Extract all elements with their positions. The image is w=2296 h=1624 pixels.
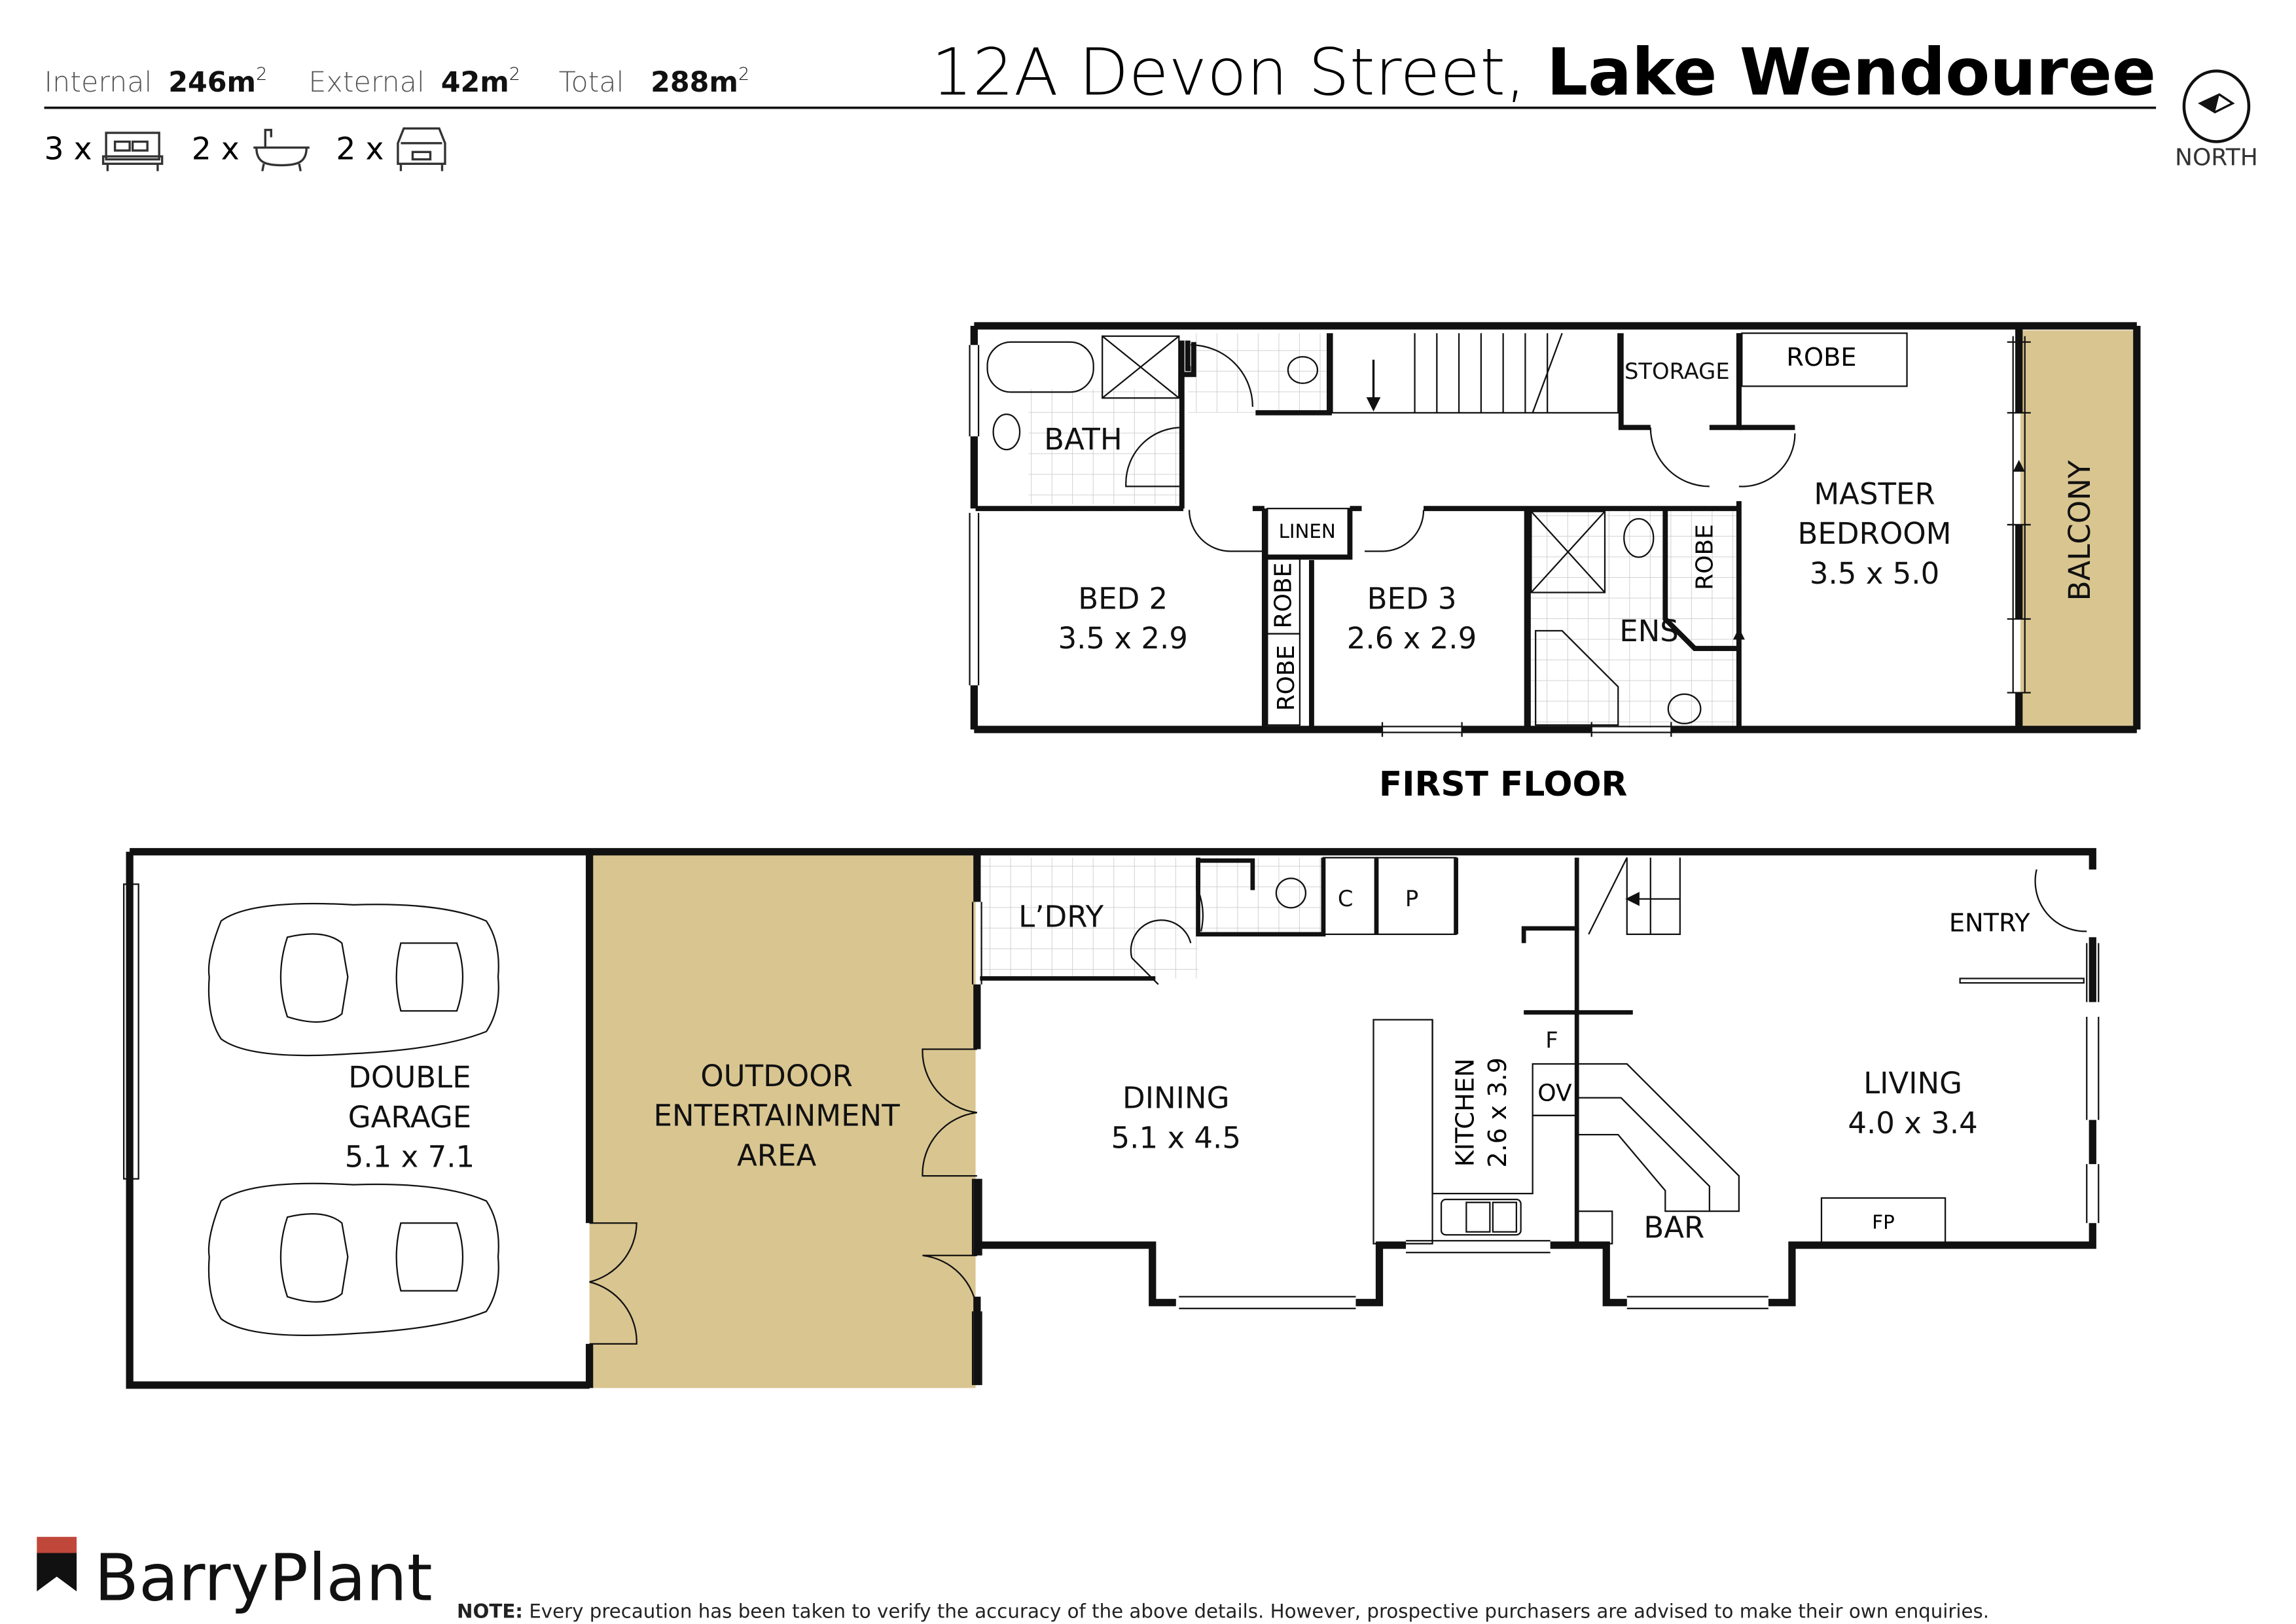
room-laundry: L’DRY	[1018, 900, 1103, 934]
internal-value: 246m	[168, 66, 256, 99]
room-living-dims: 4.0 x 3.4	[1848, 1106, 1977, 1140]
address-suburb: Lake Wendouree	[1547, 35, 2156, 110]
balcony-area	[2020, 330, 2137, 730]
room-robe-bed2b: ROBE	[1273, 645, 1300, 711]
room-robe-master: ROBE	[1786, 343, 1856, 372]
room-garage-line2: GARAGE	[348, 1100, 471, 1135]
bath-count: 2 x	[192, 132, 240, 168]
room-storage: STORAGE	[1624, 359, 1730, 384]
car-icon	[397, 127, 446, 171]
room-dining-dims: 5.1 x 4.5	[1111, 1120, 1241, 1155]
brand-logo: BarryPlant	[37, 1536, 433, 1616]
room-bath: BATH	[1044, 422, 1122, 457]
first-floor-walls	[970, 322, 2141, 733]
address-title: 12A Devon Street, Lake Wendouree	[931, 35, 2156, 110]
fireplace-label: FP	[1872, 1211, 1894, 1233]
room-kitchen-dims: 2.6 x 3.9	[1483, 1057, 1513, 1168]
address-street: 12A Devon Street,	[931, 35, 1526, 110]
external-label: External	[308, 66, 424, 99]
svg-text:Internal 246m2 Ext: Internal 246m2 External 42m2 Total 288m2	[45, 54, 750, 99]
area-summary: Internal 246m2 External 42m2 Total 288m2	[45, 54, 750, 99]
room-ensuite: ENS	[1619, 614, 1679, 648]
brand-name: BarryPlant	[94, 1541, 433, 1616]
compass-ring-icon	[2182, 69, 2251, 143]
room-bed2-dims: 3.5 x 2.9	[1058, 621, 1187, 656]
room-linen: LINEN	[1279, 520, 1336, 542]
compass-label: NORTH	[2175, 145, 2258, 171]
total-label: Total	[559, 66, 624, 99]
car-illustration-bottom	[207, 1182, 499, 1336]
car-count: 2 x	[336, 132, 384, 168]
feature-counts: 3 x 2 x 2 x	[45, 127, 446, 171]
room-pantry: P	[1405, 886, 1418, 911]
bookmark-icon	[37, 1553, 77, 1592]
room-master-line1: MASTER	[1814, 476, 1935, 511]
ground-floor-plan: DOUBLE GARAGE 5.1 x 7.1 OUTDOOR ENTERTAI…	[123, 848, 2100, 1389]
internal-label: Internal	[45, 66, 152, 99]
logo-flag-red	[37, 1536, 77, 1553]
room-balcony: BALCONY	[2062, 460, 2097, 601]
room-garage-line1: DOUBLE	[348, 1060, 471, 1095]
total-value: 288m	[651, 66, 738, 99]
outdoor-area	[589, 851, 976, 1388]
room-bed2: BED 2	[1078, 581, 1168, 616]
bed-icon	[101, 132, 164, 171]
room-kitchen: KITCHEN	[1451, 1058, 1480, 1167]
first-floor-plan: BATH STORAGE ROBE MASTER BEDROOM 3.5 x 5…	[969, 322, 2141, 804]
room-robe-ensuite: ROBE	[1691, 524, 1718, 590]
room-outdoor-line3: AREA	[737, 1138, 817, 1173]
ground-floor-walls	[126, 848, 2096, 1389]
compass: NORTH	[2175, 69, 2258, 171]
room-living: LIVING	[1863, 1066, 1962, 1101]
external-value: 42m	[441, 66, 509, 99]
car-illustration-top	[207, 902, 499, 1057]
room-outdoor-line1: OUTDOOR	[700, 1059, 853, 1093]
room-bed3-dims: 2.6 x 2.9	[1347, 621, 1477, 656]
floor-label-first: FIRST FLOOR	[1379, 765, 1627, 804]
room-master-dims: 3.5 x 5.0	[1810, 556, 1939, 591]
room-bar: BAR	[1643, 1210, 1704, 1245]
room-bed3: BED 3	[1367, 581, 1457, 616]
room-dining: DINING	[1122, 1081, 1229, 1116]
room-master-line2: BEDROOM	[1798, 516, 1952, 551]
room-garage-dims: 5.1 x 7.1	[345, 1140, 475, 1174]
oven-label: OV	[1537, 1080, 1572, 1106]
bath-icon	[253, 128, 310, 171]
room-robe-bed2: ROBE	[1270, 563, 1297, 629]
room-outdoor-line2: ENTERTAINMENT	[653, 1099, 900, 1133]
fridge-label: F	[1545, 1027, 1558, 1053]
room-entry: ENTRY	[1949, 908, 2030, 938]
disclaimer-note: NOTE: Every precaution has been taken to…	[457, 1600, 1989, 1623]
room-cupboard: C	[1338, 886, 1354, 911]
bed-count: 3 x	[45, 132, 92, 168]
